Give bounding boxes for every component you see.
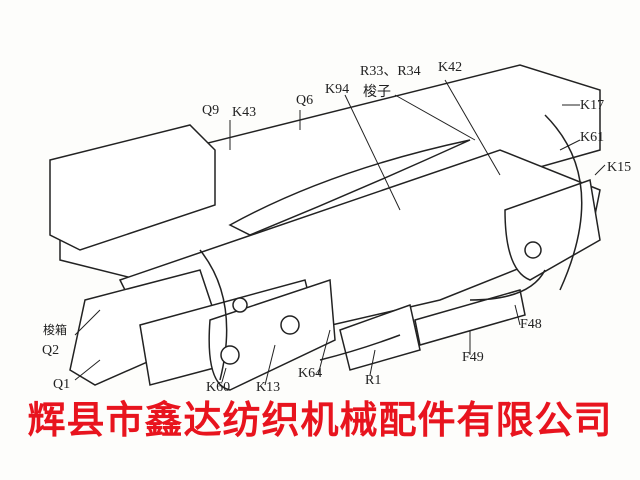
label-k17: K17	[580, 98, 605, 113]
bolt	[524, 241, 542, 259]
label-r33-r34: R33、R34	[360, 64, 421, 79]
label-k13: K13	[256, 380, 281, 395]
arc-arm-left	[199, 249, 228, 381]
label-k15: K15	[607, 160, 632, 175]
label-q2: Q2	[42, 343, 60, 358]
shuttle	[228, 139, 471, 236]
label-f49: F49	[462, 350, 484, 365]
label-q1: Q1	[53, 377, 71, 392]
picker-plate-left	[208, 278, 336, 391]
label-k60: K60	[206, 380, 231, 395]
label-f48: F48	[520, 317, 542, 332]
label-r1: R1	[365, 373, 382, 388]
label-k61: K61	[580, 130, 605, 145]
bolt	[232, 297, 248, 313]
leader-lines	[74, 79, 606, 386]
label-shuttle: 梭子	[363, 84, 391, 100]
label-k94: K94	[325, 82, 350, 97]
label-q6: Q6	[296, 93, 314, 108]
hook-lever	[319, 334, 401, 361]
r1-bracket	[339, 304, 421, 371]
label-k64: K64	[298, 366, 323, 381]
bolt	[220, 345, 240, 365]
bolt	[280, 315, 300, 335]
f48-lever	[469, 269, 546, 301]
arc-arm-right	[544, 114, 583, 291]
label-q9: Q9	[202, 103, 220, 118]
label-k42: K42	[438, 60, 463, 75]
left-end-block	[49, 124, 216, 251]
company-name-banner: 辉县市鑫达纺织机械配件有限公司	[27, 398, 613, 442]
label-k43: K43	[232, 105, 257, 120]
top-beam	[59, 64, 601, 281]
label-shuttle-box: 梭箱	[43, 323, 68, 337]
